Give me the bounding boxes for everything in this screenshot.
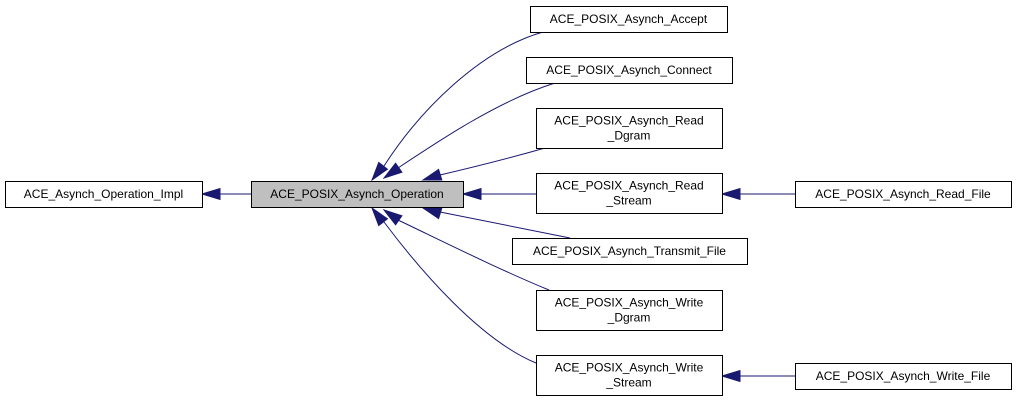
inheritance-arrow-icon <box>421 168 443 181</box>
class-name-label: ACE_POSIX_Asynch_Write <box>555 296 704 310</box>
inheritance-arrow-icon <box>200 187 221 201</box>
inheritance-arrow-icon <box>370 161 389 182</box>
edge-line <box>383 221 537 364</box>
class-box[interactable] <box>530 6 728 33</box>
class-node-op[interactable]: ACE_POSIX_Asynch_Operation <box>251 181 464 208</box>
class-box[interactable] <box>536 290 723 331</box>
class-box[interactable] <box>526 57 733 84</box>
edge-line <box>397 219 550 291</box>
class-node-writefile[interactable]: ACE_POSIX_Asynch_Write_File <box>795 363 1012 390</box>
class-name-label: ACE_Asynch_Operation_Impl <box>24 187 183 201</box>
inheritance-arrow-icon <box>720 369 741 383</box>
inheritance-arrow-icon <box>382 209 403 226</box>
class-name-label: _Stream <box>605 194 651 208</box>
class-node-writestream[interactable]: ACE_POSIX_Asynch_Write_Stream <box>536 355 723 396</box>
class-box[interactable] <box>512 238 748 265</box>
edge-writestream-to-op <box>370 206 537 364</box>
edge-line <box>439 211 571 239</box>
edge-transmit-to-op <box>421 207 571 239</box>
class-box[interactable] <box>536 173 723 214</box>
class-box[interactable] <box>536 355 723 396</box>
edge-op-to-impl <box>200 187 251 201</box>
class-name-label: _Dgram <box>607 311 651 325</box>
class-name-label: ACE_POSIX_Asynch_Read_File <box>815 187 991 201</box>
inheritance-arrow-icon <box>720 187 741 201</box>
edge-line <box>383 31 544 167</box>
edge-writedgram-to-op <box>382 209 550 291</box>
class-name-label: ACE_POSIX_Asynch_Write_File <box>816 369 991 383</box>
class-node-transmit[interactable]: ACE_POSIX_Asynch_Transmit_File <box>512 238 748 265</box>
edges-layer <box>200 31 795 383</box>
class-name-label: ACE_POSIX_Asynch_Write <box>555 361 704 375</box>
edge-line <box>397 82 556 169</box>
edge-connect-to-op <box>382 82 556 179</box>
inheritance-arrow-icon <box>382 162 403 179</box>
class-box[interactable] <box>795 363 1012 390</box>
class-name-label: ACE_POSIX_Asynch_Accept <box>550 12 708 26</box>
class-name-label: ACE_POSIX_Asynch_Transmit_File <box>533 244 726 258</box>
edge-readstream-to-op <box>461 187 536 201</box>
class-node-accept[interactable]: ACE_POSIX_Asynch_Accept <box>530 6 728 33</box>
edge-accept-to-op <box>370 31 544 182</box>
class-box[interactable] <box>536 108 723 149</box>
inheritance-arrow-icon <box>421 207 443 220</box>
class-name-label: ACE_POSIX_Asynch_Read <box>554 179 703 193</box>
class-name-label: ACE_POSIX_Asynch_Operation <box>270 187 443 201</box>
edge-line <box>439 147 546 176</box>
class-node-writedgram[interactable]: ACE_POSIX_Asynch_Write_Dgram <box>536 290 723 331</box>
class-name-label: ACE_POSIX_Asynch_Connect <box>546 63 712 77</box>
class-box[interactable] <box>251 181 464 208</box>
class-name-label: _Stream <box>605 376 651 390</box>
edge-readdgram-to-op <box>421 147 546 181</box>
class-node-readfile[interactable]: ACE_POSIX_Asynch_Read_File <box>795 181 1012 208</box>
edge-readfile-to-readstream <box>720 187 795 201</box>
class-box[interactable] <box>795 181 1012 208</box>
class-node-readdgram[interactable]: ACE_POSIX_Asynch_Read_Dgram <box>536 108 723 149</box>
class-node-impl[interactable]: ACE_Asynch_Operation_Impl <box>5 181 203 208</box>
class-box[interactable] <box>5 181 203 208</box>
class-node-connect[interactable]: ACE_POSIX_Asynch_Connect <box>526 57 733 84</box>
class-node-readstream[interactable]: ACE_POSIX_Asynch_Read_Stream <box>536 173 723 214</box>
edge-writefile-to-writestream <box>720 369 795 383</box>
class-name-label: ACE_POSIX_Asynch_Read <box>554 114 703 128</box>
inheritance-arrow-icon <box>461 187 482 201</box>
class-name-label: _Dgram <box>607 129 651 143</box>
inheritance-arrow-icon <box>370 206 389 227</box>
